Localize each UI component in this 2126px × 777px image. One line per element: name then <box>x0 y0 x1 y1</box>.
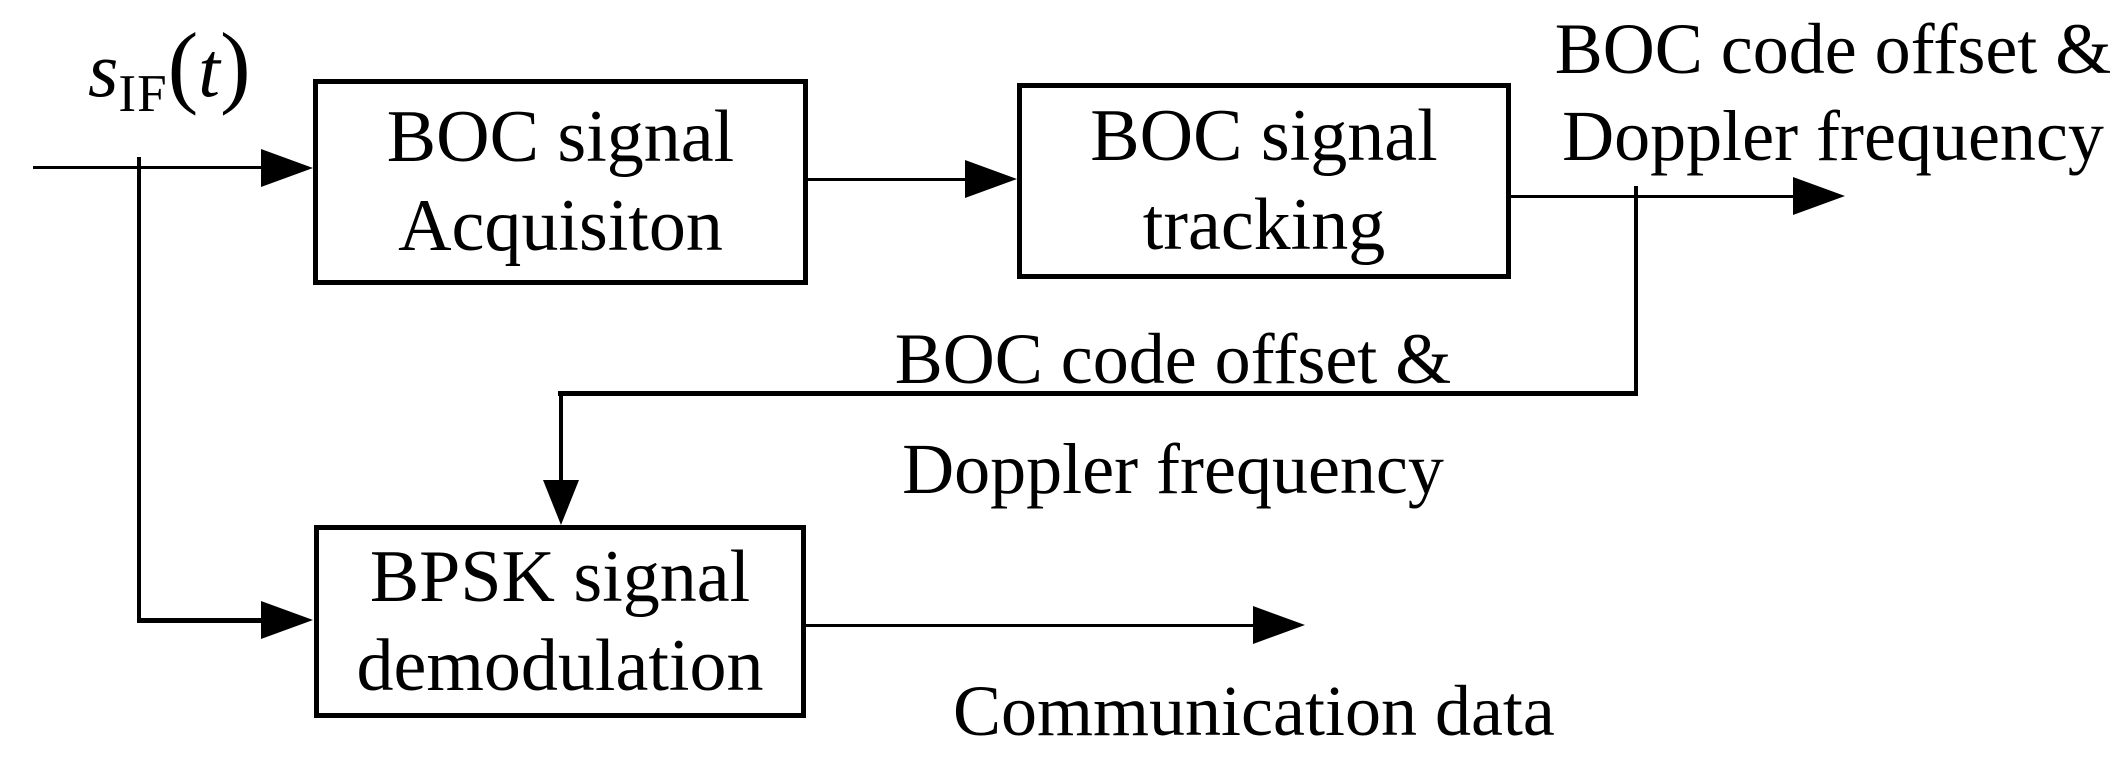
input-line <box>33 166 261 169</box>
feedback-arrowhead-icon <box>543 480 579 525</box>
feedback-label-line-1: BOC code offset & <box>894 319 1452 399</box>
acquisition-to-tracking-line <box>808 178 965 181</box>
feedback-vertical-right-line <box>1634 186 1638 396</box>
signal-argument: t <box>198 26 220 113</box>
demodulation-output-arrowhead-icon <box>1253 606 1305 644</box>
block-boc-tracking: BOC signal tracking <box>1017 83 1511 279</box>
output-top-label-line: Doppler frequency <box>1562 96 2104 176</box>
open-paren: ( <box>167 14 199 116</box>
block-label-line: Acquisiton <box>398 185 723 267</box>
tracking-output-line <box>1511 195 1793 198</box>
block-label-line: tracking <box>1142 184 1386 266</box>
acquisition-to-tracking-arrowhead-icon <box>965 160 1017 198</box>
tracking-output-arrowhead-icon <box>1793 177 1845 215</box>
signal-base: s <box>88 26 119 113</box>
block-label-line: BOC signal <box>1090 95 1438 177</box>
feedback-vertical-left-line <box>559 391 563 483</box>
input-branch-horizontal-line <box>137 618 261 623</box>
output-bottom-label: Communication data <box>953 671 1555 751</box>
signal-subscript: IF <box>118 64 168 123</box>
feedback-horizontal-line <box>558 391 1638 396</box>
input-branch-vertical-line <box>137 157 141 623</box>
block-label-line: BOC signal <box>386 96 735 178</box>
input-arrowhead-icon <box>261 149 313 187</box>
block-boc-acquisition: BOC signal Acquisiton <box>313 79 808 285</box>
output-top-label: BOC code offset & Doppler frequency <box>1540 6 2126 180</box>
branch-arrowhead-icon <box>261 601 313 639</box>
block-label-line: BPSK signal <box>369 535 751 618</box>
demodulation-output-line <box>806 624 1253 627</box>
output-top-label-line: BOC code offset & <box>1554 9 2112 89</box>
feedback-label-line-2: Doppler frequency <box>902 429 1444 509</box>
close-paren: ) <box>219 14 251 116</box>
block-bpsk-demodulation: BPSK signal demodulation <box>314 525 806 718</box>
input-signal-label: sIF(t) <box>88 19 251 139</box>
block-label-line: demodulation <box>356 624 764 707</box>
